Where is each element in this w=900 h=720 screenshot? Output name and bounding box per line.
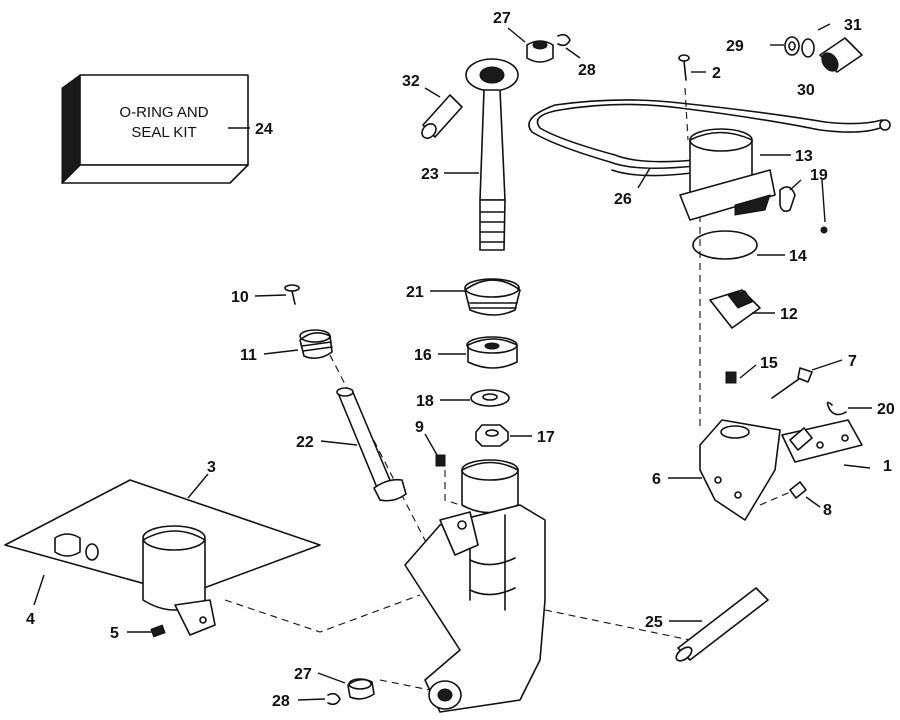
bolt-7 [771, 367, 813, 399]
plug-9 [435, 454, 446, 467]
callout-13: 13 [795, 148, 813, 165]
part-31 [801, 38, 815, 58]
callout-11: 11 [240, 347, 257, 364]
callout-32: 32 [402, 73, 420, 90]
callout-6: 6 [652, 471, 661, 488]
fitting-11 [299, 329, 333, 360]
callout-27-bottom: 27 [294, 666, 312, 683]
fitting-side [789, 427, 813, 451]
sleeve-30 [819, 37, 863, 73]
cap-21 [464, 278, 521, 316]
piston-16 [466, 336, 518, 369]
callout-29: 29 [726, 38, 744, 55]
ram-23 [465, 58, 519, 251]
callout-17: 17 [537, 429, 555, 446]
callout-24: 24 [255, 121, 273, 138]
callout-2: 2 [712, 65, 721, 82]
callout-3: 3 [207, 459, 216, 476]
pump-housing [404, 459, 546, 713]
bushing-27-top [526, 40, 554, 63]
screw-10 [284, 284, 300, 305]
callout-23: 23 [421, 166, 439, 183]
callout-12: 12 [780, 306, 798, 323]
pin-32 [421, 94, 463, 139]
motor-13 [679, 128, 776, 221]
reservoir-kit-sheet [4, 479, 321, 596]
washer-18 [470, 389, 510, 407]
ring-20 [826, 401, 847, 416]
callout-7: 7 [848, 353, 857, 370]
callout-18: 18 [416, 393, 434, 410]
callout-9: 9 [415, 419, 424, 436]
callout-22: 22 [296, 434, 314, 451]
callout-28-top: 28 [578, 62, 596, 79]
callout-30: 30 [797, 82, 815, 99]
fitting-15 [725, 371, 737, 384]
callout-1: 1 [883, 458, 892, 475]
wires-26 [528, 99, 891, 177]
nut-17 [475, 424, 509, 447]
plate-1 [781, 419, 863, 463]
callout-26: 26 [614, 191, 632, 208]
leader-lines [33, 23, 872, 701]
reservoir [142, 525, 216, 636]
ring-28-top [557, 33, 571, 47]
tube-22 [336, 387, 407, 502]
callout-4: 4 [26, 611, 35, 628]
plate-12 [709, 289, 761, 329]
callout-21: 21 [406, 284, 424, 301]
valve-body-6 [699, 419, 781, 521]
callout-5: 5 [110, 625, 119, 642]
callout-28-bottom: 28 [272, 693, 290, 710]
oring-14 [692, 230, 758, 260]
screw-2 [678, 54, 690, 81]
callout-31: 31 [844, 17, 862, 34]
screw-5 [150, 624, 166, 638]
bushing-27-bottom [347, 678, 375, 700]
callout-16: 16 [414, 347, 432, 364]
ring-28-bottom [327, 692, 341, 706]
callout-19: 19 [810, 167, 828, 184]
callout-10: 10 [231, 289, 249, 306]
part-29 [784, 36, 800, 56]
callout-27-top: 27 [493, 10, 511, 27]
callout-15: 15 [760, 355, 778, 372]
callout-20: 20 [877, 401, 895, 418]
callout-25: 25 [645, 614, 663, 631]
callout-8: 8 [823, 502, 832, 519]
kit-label-line2: SEAL KIT [131, 124, 196, 141]
screw-8 [789, 481, 807, 499]
rod-25 [675, 587, 769, 662]
seal-kit-box: O-RING AND SEAL KIT [61, 74, 249, 185]
clip-19 [779, 186, 828, 234]
callout-labels: 1 2 3 4 5 6 7 8 9 10 11 12 13 14 15 16 1… [26, 10, 895, 710]
kit-label-line1: O-RING AND [119, 104, 208, 121]
callout-14: 14 [789, 248, 807, 265]
